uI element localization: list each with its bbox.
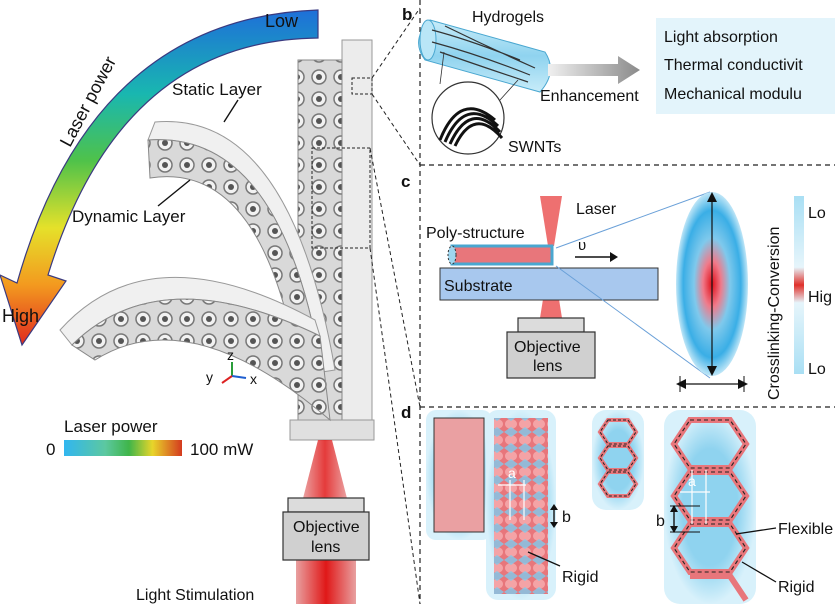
swnt-link-1 [439,51,445,85]
spot-zoom-line-1 [555,191,711,249]
flexible-label: Flexible [778,521,833,538]
laser-label: Laser [576,201,617,218]
panel-c: c Laser Poly-structure υ Substrate Objec… [401,172,832,400]
objective-lens-c-top [517,317,585,333]
label-a2: a [688,473,696,489]
hydrogel-tube-end [419,19,437,61]
velocity-arrow-head [610,252,618,262]
static-layer-vertical [341,39,373,431]
solid-block [433,417,485,533]
hex-stack-outline [599,419,637,497]
scale-low-bottom: Lo [808,361,826,378]
zoom-line-3 [369,147,421,408]
lattice-b-arrowheads [670,505,678,533]
axis-y-label: y [206,369,213,385]
laser-cone-a [300,440,350,510]
swnt-zoom-circle [431,81,505,155]
laser-power-colorbar [64,440,182,456]
panel-c-letter: c [401,172,410,191]
velocity-label: υ [578,237,586,254]
substrate-label: Substrate [444,278,513,295]
dynamic-layer-curved-lower [71,298,331,422]
rigid-column [494,418,548,594]
colorbar-max: 100 mW [190,440,253,459]
hex-stack-glow [592,410,644,510]
objective-lens-a-top [287,497,365,513]
zoom-line-4 [369,247,421,604]
crosslinking-conversion-title: Crosslinking-Conversion [766,227,783,400]
dynamic-layer-pointer [157,179,191,207]
enhancement-label: Enhancement [540,88,639,105]
axis-x-label: x [250,371,257,387]
label-a1: a [508,465,516,481]
rigid1-pointer [527,551,561,567]
colorbar-title: Laser power [64,417,158,436]
colorbar-min: 0 [46,440,55,459]
static-layer-pointer [223,99,239,123]
spot-zoom-line-2 [555,265,711,379]
rigid1-label: Rigid [562,569,598,586]
hydrogel-fibers [431,25,536,83]
objective-a-line1: Objective [293,519,360,536]
objective-c-line1: Objective [514,339,581,356]
substrate [439,267,659,301]
poly-structure-label: Poly-structure [426,225,525,242]
conversion-scale-bar [794,196,804,374]
objective-c-line2: lens [533,358,562,375]
axis-z-label: z [227,347,234,363]
objective-a-line2: lens [311,539,340,556]
zoom-box-top [351,77,373,95]
laser-power-arrow [0,9,319,347]
objective-lens-a [282,511,370,561]
zoom-box-mid [311,147,371,249]
rigid2-label: Rigid [778,579,814,596]
zoom-line-1 [371,7,421,79]
property-3: Mechanical modulu [664,86,802,103]
rigid-b-arrowheads [550,504,558,528]
flexible-pointer [735,527,777,535]
swnts-label: SWNTs [508,139,561,156]
objective-lens-c [506,331,596,379]
label-b1: b [562,509,571,526]
dynamic-layer-label: Dynamic Layer [72,207,186,226]
hydrogels-label: Hydrogels [472,9,544,26]
label-b2: b [656,513,665,530]
hex-lattice [670,417,750,602]
panel-b-letter: b [402,5,412,24]
scale-low-top: Lo [808,205,826,222]
enhancement-arrow [548,56,640,84]
arrow-low-label: Low [265,11,299,31]
rigid2-pointer [741,561,777,583]
scale-high: Hig [808,289,832,306]
property-2: Thermal conductivit [664,57,803,74]
panel-b: b Hydrogels SWNTs Enhancement Light abso… [402,5,835,156]
swnt-link-2 [499,79,519,101]
laser-beam-a [296,560,356,604]
light-stimulation-label: Light Stimulation [136,587,254,604]
static-layer-label: Static Layer [172,80,262,99]
zoom-line-2 [371,93,421,166]
swnt-tubes [438,107,504,147]
property-1: Light absorption [664,29,778,46]
base-block [289,419,375,441]
panel-d: d a b Rigid [401,403,833,604]
panel-d-letter: d [401,403,411,422]
properties-box [656,18,835,114]
laser-cone-c-top [540,196,562,246]
hydrogel-tube [418,19,551,93]
panel-a: Low Laser power High Static Layer Dynami… [0,9,375,604]
poly-structure-end [447,245,457,265]
axes-indicator: z y x [206,347,257,387]
poly-structure-bar [450,244,554,266]
arrow-high-label: High [2,306,39,326]
